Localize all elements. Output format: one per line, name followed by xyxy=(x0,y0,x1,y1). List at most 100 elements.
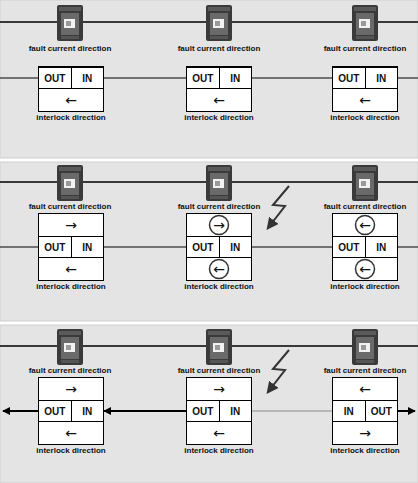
box-caption: interlock direction xyxy=(184,113,253,122)
port-cell: OUT xyxy=(39,68,72,88)
port-row: OUT IN xyxy=(39,67,103,89)
port-label: IN xyxy=(230,406,240,417)
interlock-wire xyxy=(104,247,186,248)
port-cell: IN xyxy=(220,237,252,257)
direction-arrow: ← xyxy=(359,218,371,232)
port-cell: OUT xyxy=(187,68,220,88)
direction-arrow: ← xyxy=(65,262,77,276)
direction-label: fault current direction xyxy=(178,366,261,375)
box-caption: interlock direction xyxy=(330,446,399,455)
breaker-icon xyxy=(57,5,83,41)
direction-label: fault current direction xyxy=(324,44,407,53)
interlock-wire xyxy=(252,247,332,248)
port-label: IN xyxy=(82,73,92,84)
port-label: OUT xyxy=(44,242,65,253)
interlock-box: ←OUTIN←interlock direction xyxy=(332,213,398,281)
port-label: IN xyxy=(82,242,92,253)
port-row: OUT IN xyxy=(333,67,397,89)
interlock-box: →OUTIN←interlock direction xyxy=(186,377,252,445)
port-cell: OUT xyxy=(39,401,72,421)
port-cell: IN xyxy=(72,237,104,257)
port-cell: IN xyxy=(366,237,398,257)
direction-arrow: ← xyxy=(359,262,371,276)
interlock-wire xyxy=(0,247,38,248)
direction-arrow: ← xyxy=(359,93,371,107)
port-cell: IN xyxy=(333,401,366,421)
direction-label: fault current direction xyxy=(178,44,261,53)
arrow-row: ← xyxy=(187,89,251,111)
interlock-box: →OUTIN←interlock direction xyxy=(38,377,104,445)
direction-label: fault current direction xyxy=(324,366,407,375)
direction-arrow: → xyxy=(359,426,371,440)
fault-bolt xyxy=(268,350,289,392)
port-label: OUT xyxy=(338,73,359,84)
direction-arrow: → xyxy=(213,382,225,396)
port-label: IN xyxy=(376,73,386,84)
port-label: IN xyxy=(344,406,354,417)
interlock-box: OUTIN←interlock direction xyxy=(38,66,104,112)
direction-arrow: ← xyxy=(213,93,225,107)
port-cell: OUT xyxy=(333,68,366,88)
direction-arrow: → xyxy=(65,382,77,396)
direction-arrow: → xyxy=(65,218,77,232)
arrow-row: ← xyxy=(39,89,103,111)
interlock-wire xyxy=(104,78,186,79)
port-label: IN xyxy=(82,406,92,417)
breaker-icon xyxy=(352,329,378,365)
arrow-row: ← xyxy=(333,89,397,111)
panel xyxy=(0,0,418,158)
interlock-box: ←INOUT→interlock direction xyxy=(332,377,398,445)
port-label: OUT xyxy=(44,73,65,84)
panel xyxy=(0,325,418,483)
box-caption: interlock direction xyxy=(184,282,253,291)
interlock-box: OUTIN←interlock direction xyxy=(332,66,398,112)
direction-arrow: ← xyxy=(213,426,225,440)
direction-label: fault current direction xyxy=(29,202,112,211)
arrow-row: ← xyxy=(333,214,397,236)
arrow-row: ← xyxy=(187,258,251,280)
arrow-row: ← xyxy=(187,422,251,444)
highlight-circle xyxy=(210,260,229,279)
highlight-circle xyxy=(356,260,375,279)
interlock-box: →OUTIN←interlock direction xyxy=(186,213,252,281)
arrow-row: → xyxy=(187,214,251,236)
interlock-box: OUTIN←interlock direction xyxy=(186,66,252,112)
direction-arrow: → xyxy=(213,218,225,232)
arrow-row: → xyxy=(39,378,103,400)
fault-bolt xyxy=(268,186,289,228)
port-row: OUT IN xyxy=(333,236,397,258)
port-label: OUT xyxy=(192,242,213,253)
direction-label: fault current direction xyxy=(29,366,112,375)
port-cell: IN xyxy=(72,68,104,88)
port-row: IN OUT xyxy=(333,400,397,422)
port-row: OUT IN xyxy=(39,236,103,258)
arrow-row: → xyxy=(333,422,397,444)
port-label: IN xyxy=(376,242,386,253)
port-label: OUT xyxy=(192,73,213,84)
port-cell: IN xyxy=(220,401,252,421)
port-cell: OUT xyxy=(333,237,366,257)
arrow-row: → xyxy=(39,214,103,236)
box-caption: interlock direction xyxy=(36,282,105,291)
port-label: OUT xyxy=(192,406,213,417)
breaker-icon xyxy=(57,329,83,365)
arrow-row: ← xyxy=(333,258,397,280)
port-cell: OUT xyxy=(187,237,220,257)
direction-label: fault current direction xyxy=(29,44,112,53)
direction-arrow: ← xyxy=(65,93,77,107)
arrow-row: → xyxy=(187,378,251,400)
port-label: OUT xyxy=(371,406,392,417)
port-row: OUTIN xyxy=(187,67,251,89)
port-label: IN xyxy=(230,242,240,253)
box-caption: interlock direction xyxy=(36,113,105,122)
interlock-arrow xyxy=(398,410,415,412)
breaker-icon xyxy=(352,5,378,41)
interlock-wire xyxy=(0,78,38,79)
port-row: OUT IN xyxy=(39,400,103,422)
breaker-icon xyxy=(352,165,378,201)
direction-arrow: ← xyxy=(65,426,77,440)
panel xyxy=(0,162,418,321)
arrow-row: ← xyxy=(333,378,397,400)
